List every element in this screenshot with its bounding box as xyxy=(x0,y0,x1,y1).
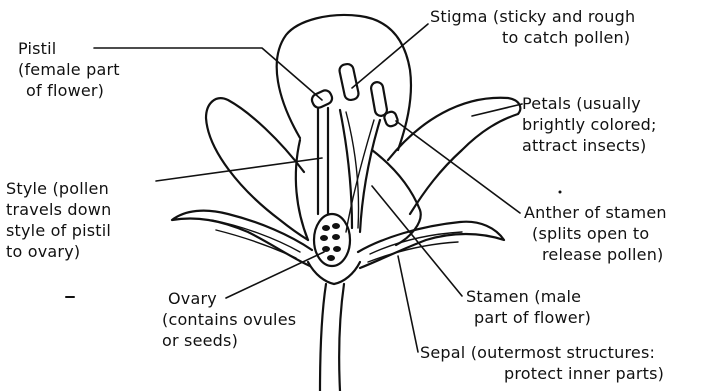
leader-stigma xyxy=(352,24,428,88)
ovules xyxy=(320,223,341,261)
left-petal xyxy=(206,98,308,240)
anther-2 xyxy=(370,81,388,117)
anther-label-line-1: Anther of stamen xyxy=(524,202,667,223)
stamen-label-line-2: part of flower) xyxy=(466,307,591,328)
style-label-line-4: to ovary) xyxy=(6,241,111,262)
stigma-label-line-1: Stigma (sticky and rough xyxy=(430,6,635,27)
leader-lines xyxy=(94,24,522,352)
style-label: Style (pollen travels down style of pist… xyxy=(6,178,111,262)
pistil-label-line-1: Pistil xyxy=(18,38,120,59)
ovary-label-line-1: Ovary xyxy=(168,288,296,309)
left-sepal xyxy=(172,211,312,266)
inner-left-petal xyxy=(296,140,308,240)
pistil-label-line-2: (female part xyxy=(18,59,120,80)
anther-label-line-2: (splits open to xyxy=(524,223,667,244)
stigma-label: Stigma (sticky and rough to catch pollen… xyxy=(430,6,635,48)
pistil-label: Pistil (female part of flower) xyxy=(18,38,120,101)
petals-label: Petals (usually brightly colored; attrac… xyxy=(522,93,657,156)
pistil-label-line-3: of flower) xyxy=(18,80,120,101)
anther-label-line-3: release pollen) xyxy=(524,244,667,265)
sepal-label-line-1: Sepal (outermost structures: xyxy=(420,342,664,363)
stamen-label-line-1: Stamen (male xyxy=(466,286,591,307)
ovary-label-line-3: or seeds) xyxy=(162,330,296,351)
ovary-label: Ovary (contains ovules or seeds) xyxy=(168,288,296,351)
petals-label-line-3: attract insects) xyxy=(522,135,657,156)
petals-label-line-2: brightly colored; xyxy=(522,114,657,135)
sepal-label: Sepal (outermost structures: protect inn… xyxy=(420,342,664,384)
ovary-label-line-2: (contains ovules xyxy=(162,309,296,330)
anther-3 xyxy=(383,110,399,127)
style-label-line-2: travels down xyxy=(6,199,111,220)
sepal-label-line-2: protect inner parts) xyxy=(420,363,664,384)
leader-style xyxy=(156,158,322,181)
stamen-label: Stamen (male part of flower) xyxy=(466,286,591,328)
style-shape xyxy=(318,108,328,214)
petals-label-line-1: Petals (usually xyxy=(522,93,657,114)
stigma-label-line-2: to catch pollen) xyxy=(430,27,635,48)
stem xyxy=(320,284,344,391)
stamen-filament-3 xyxy=(360,120,380,232)
leader-sepal xyxy=(398,256,418,352)
anther-label: Anther of stamen (splits open to release… xyxy=(524,202,667,265)
style-label-line-1: Style (pollen xyxy=(6,178,111,199)
speck-mark xyxy=(559,191,562,194)
style-label-line-3: style of pistil xyxy=(6,220,111,241)
anther-1 xyxy=(338,63,359,101)
leader-pistil xyxy=(94,48,322,100)
